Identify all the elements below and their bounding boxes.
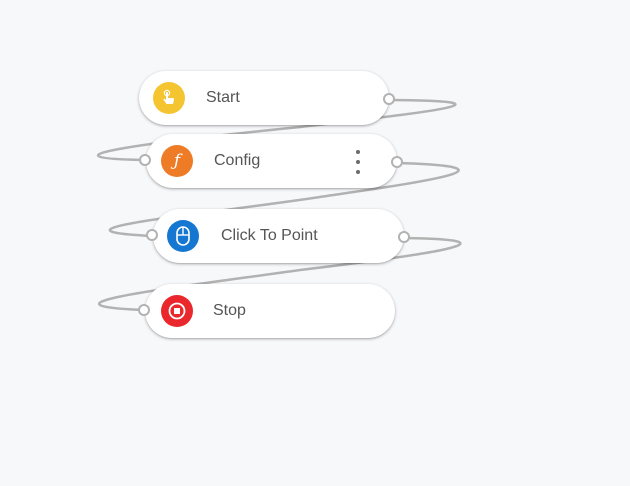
more-options-icon[interactable] — [353, 150, 363, 174]
node-label-click-to-point: Click To Point — [221, 227, 318, 244]
node-click-to-point[interactable]: Click To Point — [146, 209, 410, 263]
input-port[interactable] — [138, 304, 150, 316]
node-label-stop: Stop — [213, 302, 246, 319]
mouse-icon — [167, 220, 199, 252]
input-port[interactable] — [146, 229, 158, 241]
hand-tap-icon — [153, 82, 185, 114]
node-label-config: Config — [214, 152, 261, 169]
wire-config-click[interactable] — [108, 161, 460, 238]
input-port[interactable] — [139, 154, 151, 166]
node-start[interactable]: Start — [139, 71, 395, 125]
wire-click-stop[interactable] — [98, 236, 462, 312]
function-icon: ƒ — [161, 145, 193, 177]
node-stop[interactable]: Stop — [138, 284, 395, 338]
output-port[interactable] — [383, 93, 395, 105]
wire-start-config[interactable] — [97, 98, 457, 162]
node-config[interactable]: ƒ Config — [139, 134, 403, 188]
node-label-start: Start — [206, 89, 240, 106]
stop-icon — [161, 295, 193, 327]
output-port[interactable] — [398, 231, 410, 243]
output-port[interactable] — [391, 156, 403, 168]
